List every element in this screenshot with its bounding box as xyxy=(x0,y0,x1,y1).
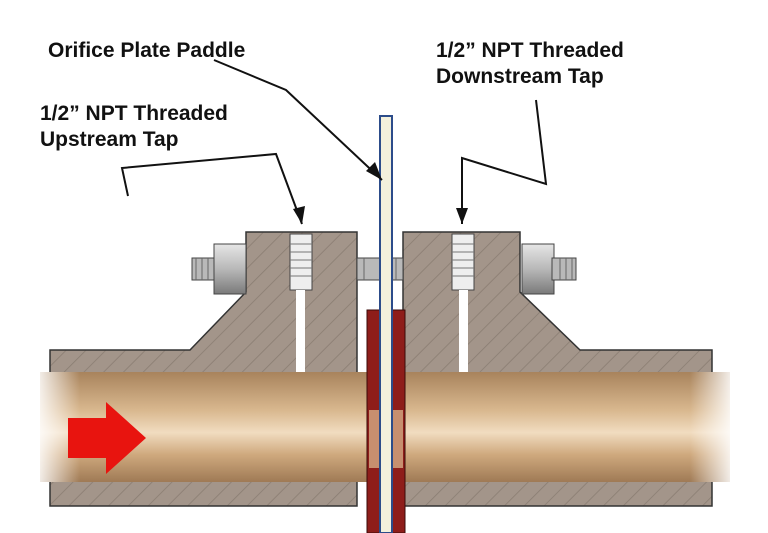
label-downstream-tap-line1: 1/2” NPT Threaded xyxy=(436,39,624,62)
downstream-tap-bore xyxy=(451,233,475,372)
stud-bolt-left xyxy=(191,243,247,295)
leader-arrowheads xyxy=(293,162,468,224)
label-upstream-tap-line1: 1/2” NPT Threaded xyxy=(40,102,228,125)
label-downstream-tap-line2: Downstream Tap xyxy=(436,65,604,88)
leader-downstream-tap xyxy=(461,99,548,224)
label-downstream-tap: 1/2” NPT Threaded Downstream Tap xyxy=(436,38,624,90)
stud-bolt-right xyxy=(521,243,577,295)
leader-orifice-plate xyxy=(213,59,383,181)
leader-lines xyxy=(120,59,548,225)
flow-arrow-right-icon xyxy=(68,402,146,474)
label-upstream-tap: 1/2” NPT Threaded Upstream Tap xyxy=(40,101,228,153)
label-upstream-tap-line2: Upstream Tap xyxy=(40,128,179,151)
leader-upstream-tap xyxy=(120,152,303,225)
upstream-tap-bore xyxy=(289,233,313,372)
label-orifice-plate-paddle: Orifice Plate Paddle xyxy=(48,39,246,62)
orifice-plate-paddle xyxy=(379,115,393,533)
